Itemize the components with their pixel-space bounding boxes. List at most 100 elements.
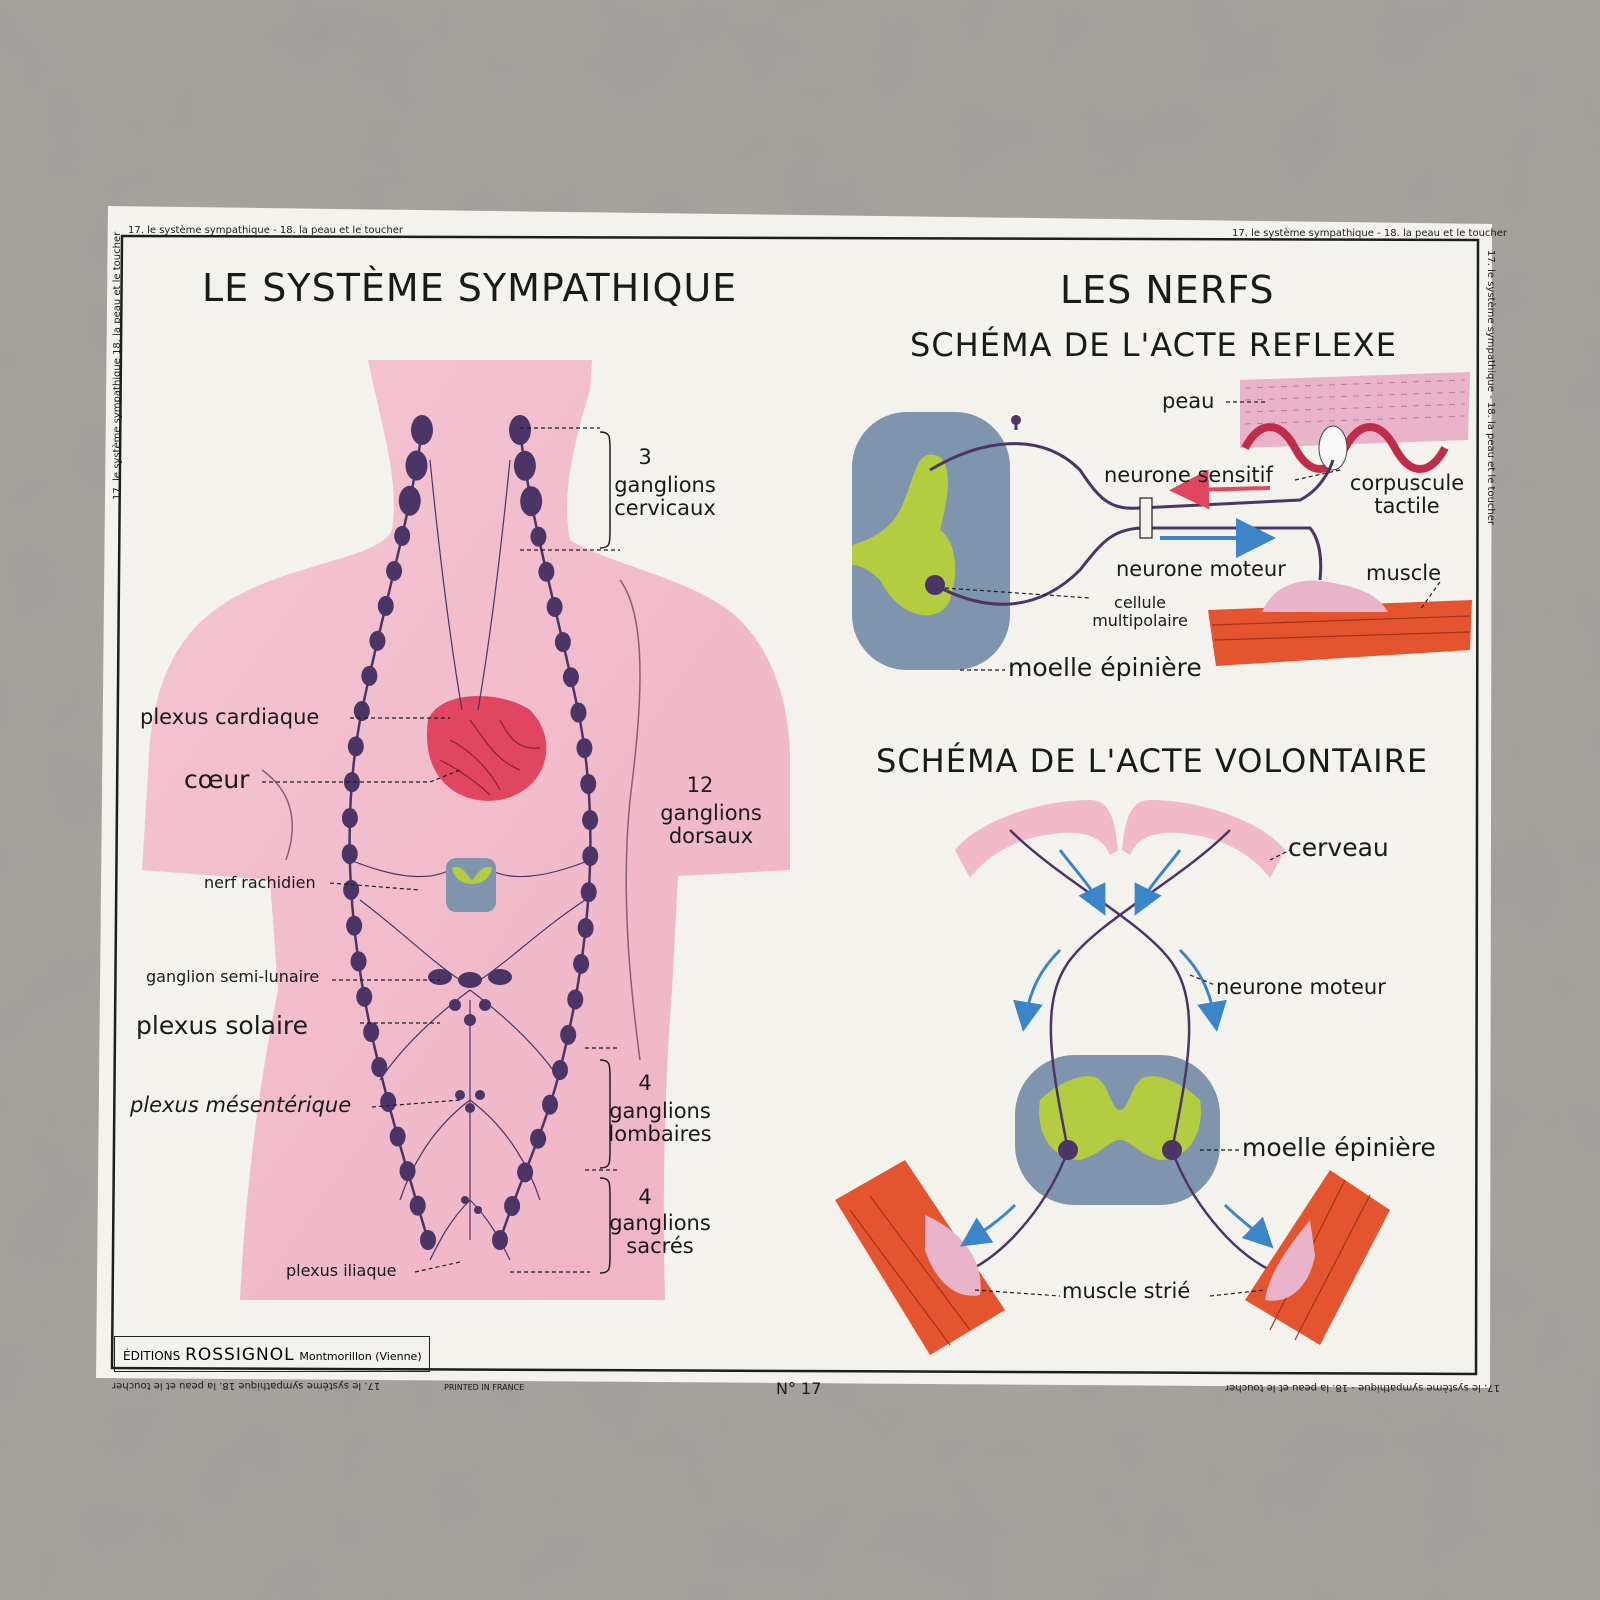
plexus-nodes	[428, 969, 512, 1214]
label-moelle-reflexe: moelle épinière	[1008, 653, 1202, 682]
ganglion	[573, 953, 590, 974]
ganglion	[399, 1161, 416, 1182]
ganglion	[542, 1094, 559, 1115]
label-ganglion-semi-lunaire: ganglion semi-lunaire	[146, 967, 320, 986]
label-muscle-strie: muscle strié	[1062, 1279, 1191, 1303]
ganglion	[371, 1057, 388, 1078]
ganglion	[353, 701, 370, 722]
torso-cord-section	[446, 858, 496, 912]
label-peau: peau	[1162, 389, 1215, 413]
label-neurone-sensitif: neurone sensitif	[1104, 463, 1273, 487]
ganglion	[405, 450, 428, 481]
poster-number: N° 17	[776, 1379, 822, 1398]
voluntary-cord-section	[1015, 1055, 1220, 1205]
publisher-city: Montmorillon (Vienne)	[299, 1350, 422, 1363]
ganglion	[343, 772, 360, 793]
bottom-strip-left: 17. le système sympathique 18. la peau e…	[112, 1380, 381, 1391]
ganglion	[363, 1022, 380, 1043]
label-moelle-volontaire: moelle épinière	[1242, 1133, 1436, 1162]
leader-lines-voluntary	[974, 849, 1291, 1297]
ganglion	[562, 667, 579, 688]
ganglion	[420, 1230, 436, 1250]
label-sacre: ganglions sacrés	[609, 1211, 711, 1259]
top-strip-left: 17. le système sympathique - 18. la peau…	[128, 225, 404, 236]
leader-lines-reflex	[944, 401, 1441, 671]
ganglion	[530, 1128, 547, 1149]
volontaire-title: SCHÉMA DE L'ACTE VOLONTAIRE	[876, 742, 1429, 780]
label-plexus-cardiaque: plexus cardiaque	[140, 705, 320, 729]
heart-vessels	[439, 719, 541, 796]
top-strip-right: 17. le système sympathique - 18. la peau…	[1232, 228, 1508, 239]
ganglion	[398, 485, 421, 516]
publisher-box: ÉDITIONS ROSSIGNOL Montmorillon (Vienne)	[114, 1336, 430, 1372]
brackets-left	[599, 431, 611, 1274]
ganglion	[389, 1126, 406, 1147]
leader-lines-left	[262, 427, 620, 1273]
label-nerf-rachidien: nerf rachidien	[204, 873, 316, 892]
ganglion	[582, 809, 599, 830]
chest-contour	[261, 769, 293, 861]
left-title: LE SYSTÈME SYMPATHIQUE	[202, 266, 738, 310]
ganglion	[409, 1195, 426, 1216]
side-strip-left: 17. le système sympathique 18. la peau e…	[112, 231, 123, 500]
ganglion	[346, 915, 363, 936]
ganglion	[386, 560, 403, 581]
ganglion	[350, 951, 367, 972]
label-sacre-number: 4	[638, 1185, 652, 1209]
ganglion	[513, 450, 536, 481]
reflex-cord-section	[852, 412, 1010, 670]
synapse-gap	[1139, 497, 1153, 539]
label-plexus-mesenterique: plexus mésentérique	[130, 1093, 352, 1117]
label-cervical: ganglions cervicaux	[614, 473, 716, 521]
side-strip-right: 17. le système sympathique - 18. la peau…	[1485, 250, 1496, 526]
ganglion	[552, 1059, 569, 1080]
sensory-ganglion	[1011, 415, 1021, 425]
poster-frame	[110, 234, 1480, 1376]
label-plexus-iliaque: plexus iliaque	[286, 1261, 397, 1280]
ganglion	[570, 702, 587, 723]
ganglion	[380, 1091, 397, 1112]
ganglia	[341, 415, 599, 1250]
ganglion	[554, 632, 571, 653]
printed-in: PRINTED IN FRANCE	[444, 1383, 525, 1392]
label-plexus-solaire: plexus solaire	[136, 1011, 309, 1040]
ganglion	[577, 918, 594, 939]
label-dorsal-number: 12	[686, 773, 714, 797]
label-neurone-moteur-volontaire: neurone moteur	[1216, 975, 1386, 999]
label-muscle: muscle	[1366, 561, 1442, 585]
ganglion	[377, 595, 394, 616]
label-lombaire-number: 4	[638, 1071, 652, 1095]
heart-shape	[426, 696, 547, 801]
voluntary-arrows	[960, 849, 1274, 1249]
ganglion	[576, 738, 593, 759]
reflex-corpuscle	[1318, 425, 1348, 471]
bottom-strip-right: 17. le système sympathique - 18. la peau…	[1225, 1382, 1501, 1393]
ganglion	[361, 665, 378, 686]
ganglion	[530, 526, 547, 547]
muscle-left	[835, 1160, 1005, 1355]
voluntary-neurons	[969, 829, 1271, 1272]
right-title: LES NERFS	[1060, 268, 1275, 312]
brain-cortex	[955, 800, 1285, 878]
ganglion	[394, 525, 411, 546]
label-lombaire: ganglions lombaires	[608, 1099, 712, 1147]
ganglion	[347, 736, 364, 757]
label-cellule-multipolaire: cellule multipolaire	[1092, 593, 1188, 630]
reflex-arrows	[1160, 469, 1276, 558]
ganglion	[538, 561, 555, 582]
ganglion	[580, 773, 597, 794]
reflexe-title: SCHÉMA DE L'ACTE REFLEXE	[910, 326, 1397, 364]
ganglion	[343, 879, 360, 900]
label-coeur: cœur	[184, 765, 250, 794]
ganglion	[560, 1024, 577, 1045]
ganglion	[411, 415, 433, 445]
ganglion	[356, 986, 373, 1007]
ganglion	[504, 1196, 521, 1217]
ganglion	[369, 630, 386, 651]
ganglion	[546, 596, 563, 617]
reflex-muscle	[1208, 580, 1472, 666]
muscle-right	[1245, 1170, 1390, 1345]
publisher-prefix: ÉDITIONS	[123, 1349, 181, 1363]
label-dorsal: ganglions dorsaux	[660, 801, 762, 849]
